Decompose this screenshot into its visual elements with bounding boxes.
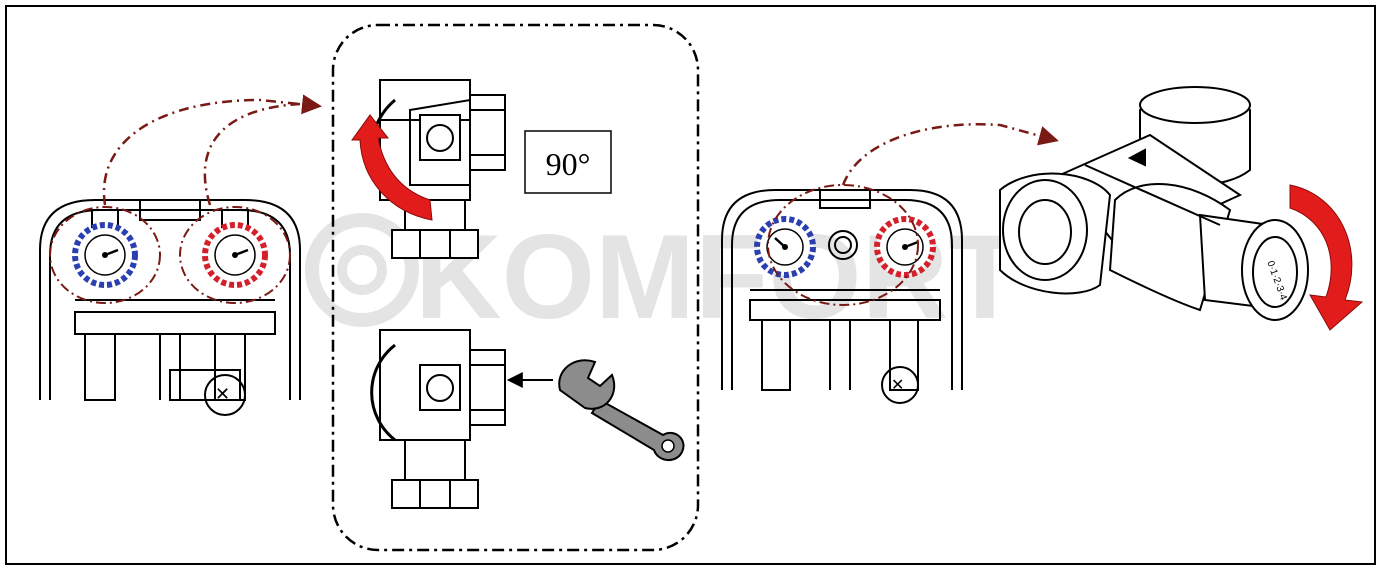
left-hot-gauge [202,222,268,288]
dashed-arrow-icon [841,123,1059,186]
dashed-arrow-icon [102,94,322,206]
dashed-arrow-icon [203,102,301,206]
right-manifold-unit: ✕ [721,189,963,404]
rotation-arrow-icon [351,114,433,221]
angle-label-box [524,130,612,194]
watermark-text: KOMFORT [415,210,1022,344]
watermark-logo-ring [305,213,419,327]
outer-frame [5,5,1376,565]
wrench-icon [558,359,685,461]
left-cold-highlight [49,206,161,304]
left-manifold-unit: ✕ [39,199,301,416]
watermark-logo-center [337,245,387,295]
left-cold-gauge [72,222,138,288]
left-hot-highlight [179,206,291,304]
svg-text:✕: ✕ [891,377,904,394]
right-center-highlight [767,184,919,306]
right-cold-gauge [754,216,816,278]
thermostatic-valve: 0·1·2·3·4 [999,86,1309,321]
angle-label: 90° [546,146,591,182]
rotation-arrow-icon [1289,184,1364,331]
lower-valve [370,329,506,509]
svg-text:✕: ✕ [215,384,230,404]
right-hot-gauge [874,216,936,278]
